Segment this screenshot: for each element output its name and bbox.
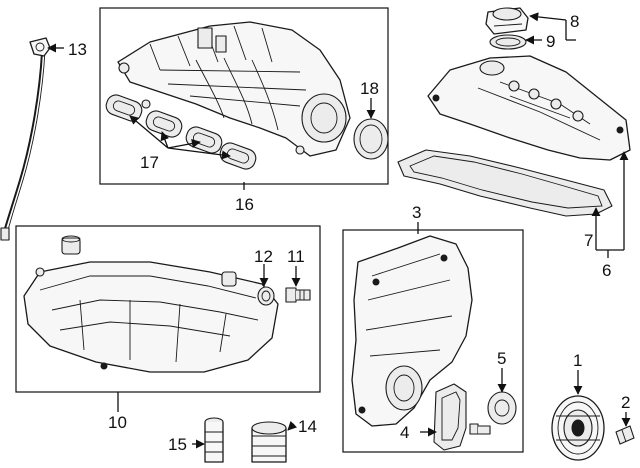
callout-3: 3 [412,203,421,222]
valve-cover [427,55,631,161]
callout-14: 14 [298,417,317,436]
drain-plug [285,287,311,303]
callout-16: 16 [235,195,254,214]
callout-15: 15 [168,435,187,454]
callout-labels: 13 16 17 18 8 9 7 6 3 4 5 1 2 10 12 11 1… [68,12,630,454]
callout-1: 1 [573,351,582,370]
timing-chain-cover [351,235,473,427]
callout-8: 8 [570,12,579,31]
callout-13: 13 [68,40,87,59]
crankshaft-pulley [551,395,605,461]
callout-4: 4 [400,423,409,442]
oil-filter [251,421,287,463]
oil-filler-cap [485,7,529,35]
timing-cover-bolt [469,423,491,435]
drain-plug-washer [257,286,275,306]
leader-lines [47,12,631,449]
callout-2: 2 [621,393,630,412]
oil-filler-cap-seal [489,34,527,50]
oil-dipstick [0,37,51,241]
callout-7: 7 [584,231,593,250]
throttle-body-gasket [353,118,389,160]
intake-manifold-gaskets [105,94,257,170]
crankshaft-front-seal [487,391,517,425]
valve-cover-gasket [397,149,613,217]
callout-6: 6 [602,261,611,280]
callout-18: 18 [360,79,379,98]
callout-17: 17 [140,153,159,172]
timing-cover-group-frame [342,229,524,453]
crankshaft-pulley-bolt [615,425,635,445]
oil-pan [23,235,279,373]
callout-11: 11 [287,247,305,266]
intake-manifold [117,21,351,157]
callout-12: 12 [254,247,273,266]
callout-10: 10 [108,413,127,432]
callout-5: 5 [497,349,506,368]
timing-cover-gasket [433,383,467,451]
oil-filter-adapter [204,417,224,463]
callout-9: 9 [546,32,555,51]
oil-pan-group-frame [15,225,321,393]
